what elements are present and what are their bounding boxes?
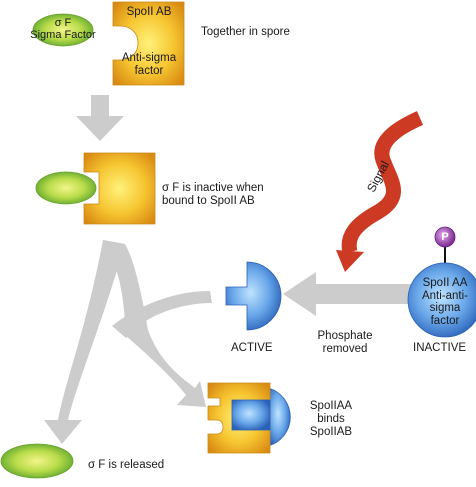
spoIIAA-line2: Anti-anti-	[421, 289, 469, 302]
spoIIAA-active-dome	[225, 261, 282, 331]
phosphate-removed-line2: removed	[322, 343, 368, 355]
binds-line1: SpoIIAA	[309, 400, 353, 412]
spoIIAA-binds-label: SpoIIAA binds SpoIIAB	[296, 400, 366, 439]
sigma-factor-ellipse	[32, 13, 94, 47]
inactive-when-bound-line2: bound to SpoII AB	[162, 195, 255, 207]
arrow-binding-curve	[103, 240, 206, 407]
inactive-when-bound-line1: σ F is inactive when	[162, 182, 264, 194]
arrow-spoIIAA-curve	[112, 291, 212, 338]
spoIIAA-line1: SpoII AA	[422, 277, 468, 289]
signal-squiggle	[341, 111, 424, 254]
inactive-when-bound-label: σ F is inactive when bound to SpoII AB	[162, 182, 264, 208]
spoIIAA-line3: sigma	[429, 302, 461, 314]
signal-arrowhead	[336, 250, 364, 272]
sigma-symbol-text: σ F	[54, 17, 72, 29]
spoIIAB-bottom-label: Anti-sigma factor	[113, 52, 185, 78]
arrow-down-top	[76, 95, 124, 141]
spoIIAB-top-label: SpoII AB	[126, 6, 172, 18]
arrow-release-stem	[44, 240, 125, 444]
spoIIAA-bound-dome	[267, 387, 291, 447]
spoIIAA-inactive-circle	[407, 262, 476, 338]
sigma-name-text: Sigma Factor	[30, 29, 96, 41]
arrow-dephosphorylation	[283, 272, 418, 316]
sigma-released-label: σ F is released	[88, 459, 165, 471]
spoIIAB-block	[112, 1, 185, 86]
spoIIAA-bound-tab	[231, 399, 271, 431]
sigma-factor-ellipse-bound	[35, 171, 97, 205]
sigma-factor-ellipse-released	[0, 443, 74, 479]
sigma-factor-label: σ F Sigma Factor	[28, 17, 98, 41]
together-in-spore-label: Together in spore	[201, 26, 290, 38]
spoIIAB-bottom-line2: factor	[134, 65, 164, 77]
active-label: ACTIVE	[231, 342, 273, 354]
inactive-label: INACTIVE	[413, 342, 467, 354]
spoIIAB-block-bound	[83, 152, 156, 225]
phosphate-circle	[434, 226, 456, 248]
spoIIAB-bottom-line1: Anti-sigma	[121, 52, 177, 64]
spoIIAA-inactive-label: SpoII AA Anti-anti- sigma factor	[412, 277, 476, 327]
phosphate-label: P	[441, 231, 449, 243]
binds-line3: SpoIIAB	[309, 426, 353, 438]
binds-line2: binds	[317, 413, 345, 425]
phosphate-removed-label: Phosphate removed	[300, 330, 390, 356]
phosphate-removed-line1: Phosphate	[317, 330, 373, 342]
spoIIAA-line4: factor	[430, 314, 460, 327]
